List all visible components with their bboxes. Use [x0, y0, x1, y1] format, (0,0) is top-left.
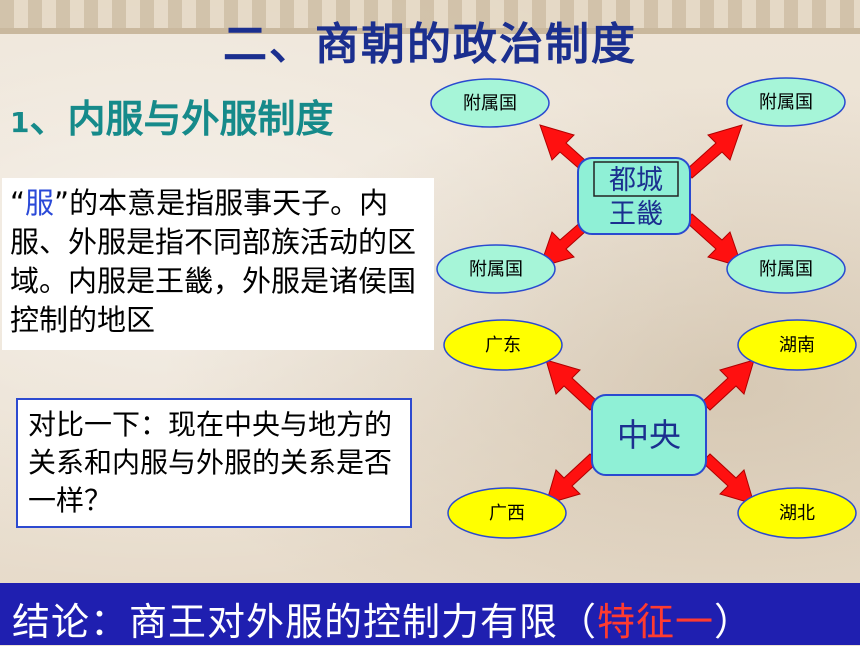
conclusion-highlight: 特征一	[597, 600, 715, 644]
shang-satellite-tr: 附属国	[726, 77, 846, 127]
slide-title: 二、商朝的政治制度	[223, 19, 637, 70]
modern-satellite-tl: 广东	[443, 319, 563, 371]
shang-satellite-tl: 附属国	[430, 78, 550, 128]
section-number: 1	[10, 106, 30, 139]
relationship-diagrams: 附属国 附属国 附属国 附属国 都城 王畿 广东 湖南 广西 湖北 中央	[430, 77, 857, 539]
arrow-mid-bottom-right	[701, 453, 755, 505]
satellite-label: 附属国	[469, 259, 523, 280]
section-separator: 、	[29, 97, 68, 141]
question-box: 对比一下：现在中央与地方的关系和内服与外服的关系是否一样？	[16, 398, 412, 528]
satellite-label: 附属国	[759, 92, 813, 113]
center-label: 中央	[617, 416, 681, 454]
shang-satellite-bl: 附属国	[436, 244, 556, 294]
decorative-border	[0, 0, 860, 34]
arrow-mid-bottom-left	[545, 453, 599, 505]
modern-satellite-br: 湖北	[737, 487, 857, 539]
conclusion-bar: 结论：商王对外服的控制力有限（特征一）	[0, 583, 860, 645]
satellite-label: 附属国	[463, 93, 517, 114]
center-top-label: 都城	[609, 165, 663, 196]
shang-satellite-br: 附属国	[726, 244, 846, 294]
province-label: 湖南	[779, 335, 815, 356]
capital-frame	[593, 161, 679, 197]
section-text: 内服与外服制度	[67, 97, 334, 141]
keyword-fu: 服	[25, 186, 55, 220]
arrow-mid-top-left	[545, 359, 599, 411]
section-heading: 1、内服与外服制度	[10, 88, 334, 143]
conclusion-close: ）	[714, 600, 754, 644]
definition-text: “服”的本意是指服事天子。内服、外服是指不同部族活动的区域。内服是王畿，外服是诸…	[2, 178, 434, 340]
modern-satellite-bl: 广西	[447, 487, 567, 539]
center-bottom-label: 王畿	[609, 199, 663, 230]
shang-center: 都城 王畿	[577, 157, 691, 235]
definition-box: “服”的本意是指服事天子。内服、外服是指不同部族活动的区域。内服是王畿，外服是诸…	[2, 178, 434, 350]
modern-satellite-tr: 湖南	[737, 319, 857, 371]
province-label: 广东	[485, 335, 521, 356]
definition-rest: ”的本意是指服事天子。内服、外服是指不同部族活动的区域。内服是王畿，外服是诸侯国…	[10, 186, 417, 337]
modern-center: 中央	[591, 394, 707, 476]
arrow-bottom-right	[685, 213, 743, 268]
province-label: 广西	[489, 503, 525, 524]
arrow-top-right	[685, 124, 743, 179]
question-text: 对比一下：现在中央与地方的关系和内服与外服的关系是否一样？	[28, 408, 393, 517]
conclusion-main: 结论：商王对外服的控制力有限（	[12, 600, 598, 644]
modern-arrows	[545, 359, 755, 505]
satellite-label: 附属国	[759, 259, 813, 280]
quote-open: “	[10, 186, 26, 220]
province-label: 湖北	[779, 503, 815, 524]
arrow-mid-top-right	[701, 359, 755, 411]
conclusion-text: 结论：商王对外服的控制力有限（特征一）	[12, 591, 753, 646]
